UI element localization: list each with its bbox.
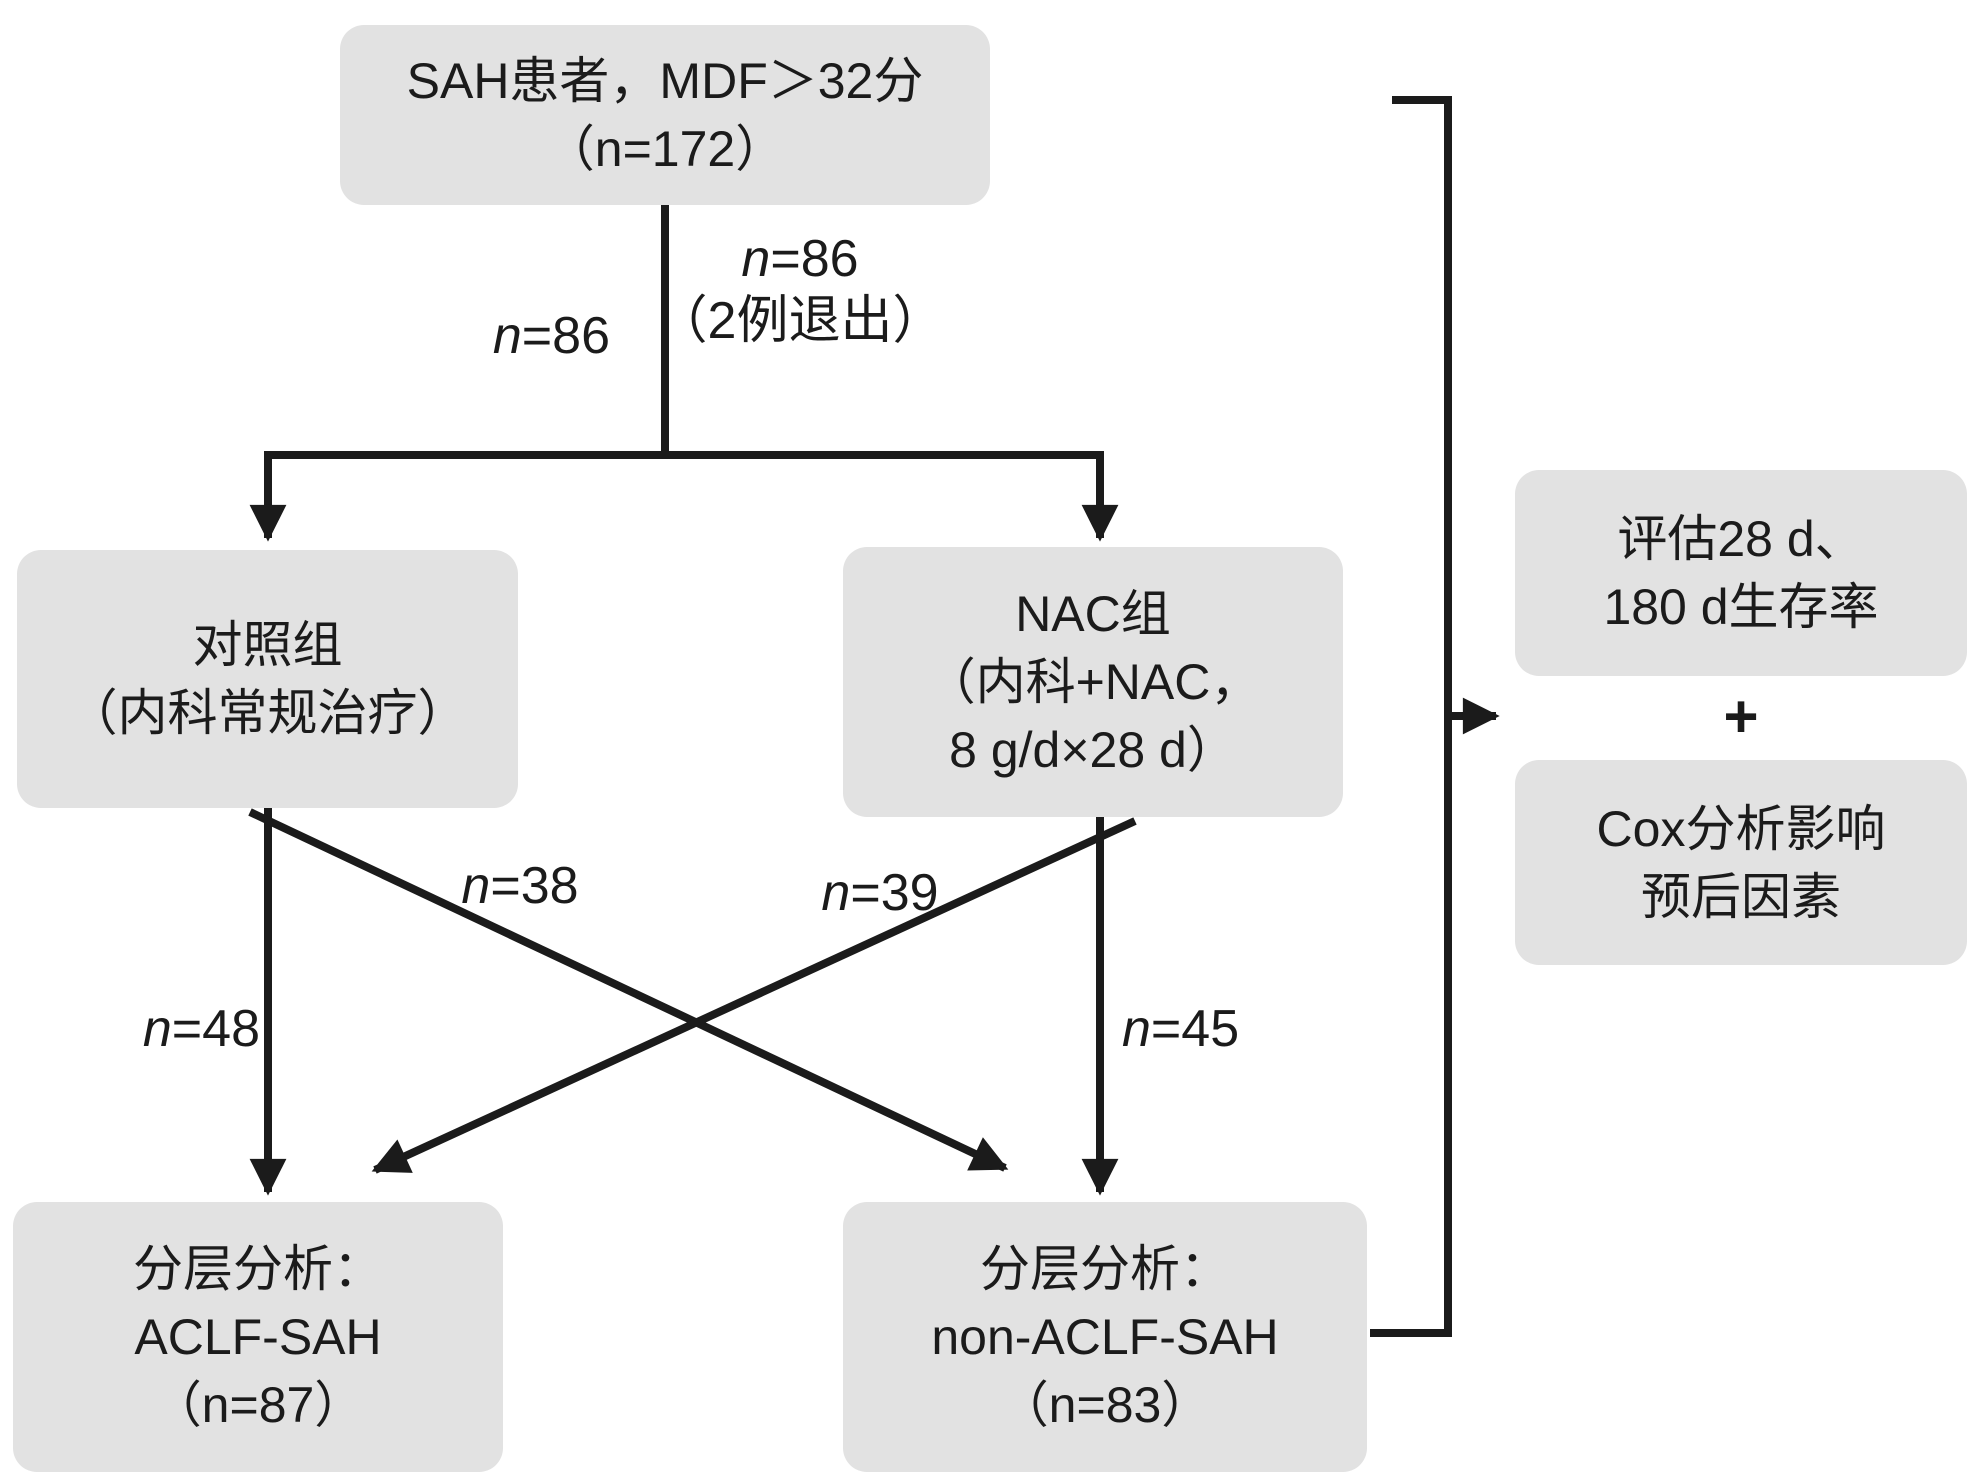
- edge-label-control-to-aclf: n=48: [142, 1000, 260, 1058]
- node-control-group: 对照组 （内科常规治疗）: [17, 550, 518, 808]
- node-nac-group: NAC组 （内科+NAC， 8 g/d×28 d）: [843, 547, 1343, 817]
- edge-label-nac-to-aclf: n=39: [821, 864, 939, 922]
- edge-label-nac-to-non-aclf: n=45: [1122, 1000, 1240, 1058]
- bracket-outcomes: [1370, 96, 1452, 1337]
- node-outcome-survival-line1: 评估28 d、: [1617, 511, 1865, 567]
- node-enrollment: SAH患者，MDF＞32分 （n=172）: [340, 25, 990, 205]
- node-strata-non-aclf-line3: （n=83）: [998, 1377, 1212, 1433]
- outcome-plus-label: +: [1723, 683, 1759, 750]
- node-control-line2: （内科常规治疗）: [67, 685, 468, 741]
- node-strata-aclf-line3: （n=87）: [151, 1377, 365, 1433]
- edge-control-to-non-aclf: [248, 808, 1009, 1172]
- node-enrollment-line2: （n=172）: [544, 121, 786, 177]
- edge-label-alloc-nac: n=86 （2例退出）: [600, 228, 1000, 352]
- node-strata-aclf-line1: 分层分析：: [133, 1241, 383, 1297]
- node-strata-non-aclf-line1: 分层分析：: [980, 1241, 1230, 1297]
- node-outcome-survival: 评估28 d、 180 d生存率: [1515, 470, 1967, 676]
- node-outcome-cox-line1: Cox分析影响: [1596, 800, 1886, 857]
- edge-label-alloc-nac-line2: （2例退出）: [655, 292, 945, 350]
- edge-label-alloc-control: n=86: [492, 307, 610, 365]
- node-strata-non-aclf: 分层分析： non-ACLF-SAH （n=83）: [843, 1202, 1367, 1472]
- node-outcome-cox: Cox分析影响 预后因素: [1515, 760, 1967, 965]
- edge-label-control-to-non-aclf: n=38: [461, 857, 579, 915]
- node-strata-aclf-line2: ACLF-SAH: [134, 1309, 382, 1365]
- node-nac-line3: 8 g/d×28 d）: [949, 722, 1237, 778]
- node-outcome-survival-line2: 180 d生存率: [1603, 579, 1879, 635]
- edge-nac-to-aclf: [371, 817, 1137, 1174]
- node-enrollment-line1: SAH患者，MDF＞32分: [406, 53, 924, 109]
- node-control-line1: 对照组: [192, 617, 343, 673]
- node-outcome-cox-line2: 预后因素: [1641, 868, 1841, 925]
- node-nac-line1: NAC组: [1015, 586, 1171, 642]
- node-nac-line2: （内科+NAC，: [925, 654, 1261, 710]
- edge-label-alloc-nac-line1: n=86: [741, 230, 859, 288]
- node-strata-non-aclf-line2: non-ACLF-SAH: [931, 1309, 1279, 1365]
- node-strata-aclf: 分层分析： ACLF-SAH （n=87）: [13, 1202, 503, 1472]
